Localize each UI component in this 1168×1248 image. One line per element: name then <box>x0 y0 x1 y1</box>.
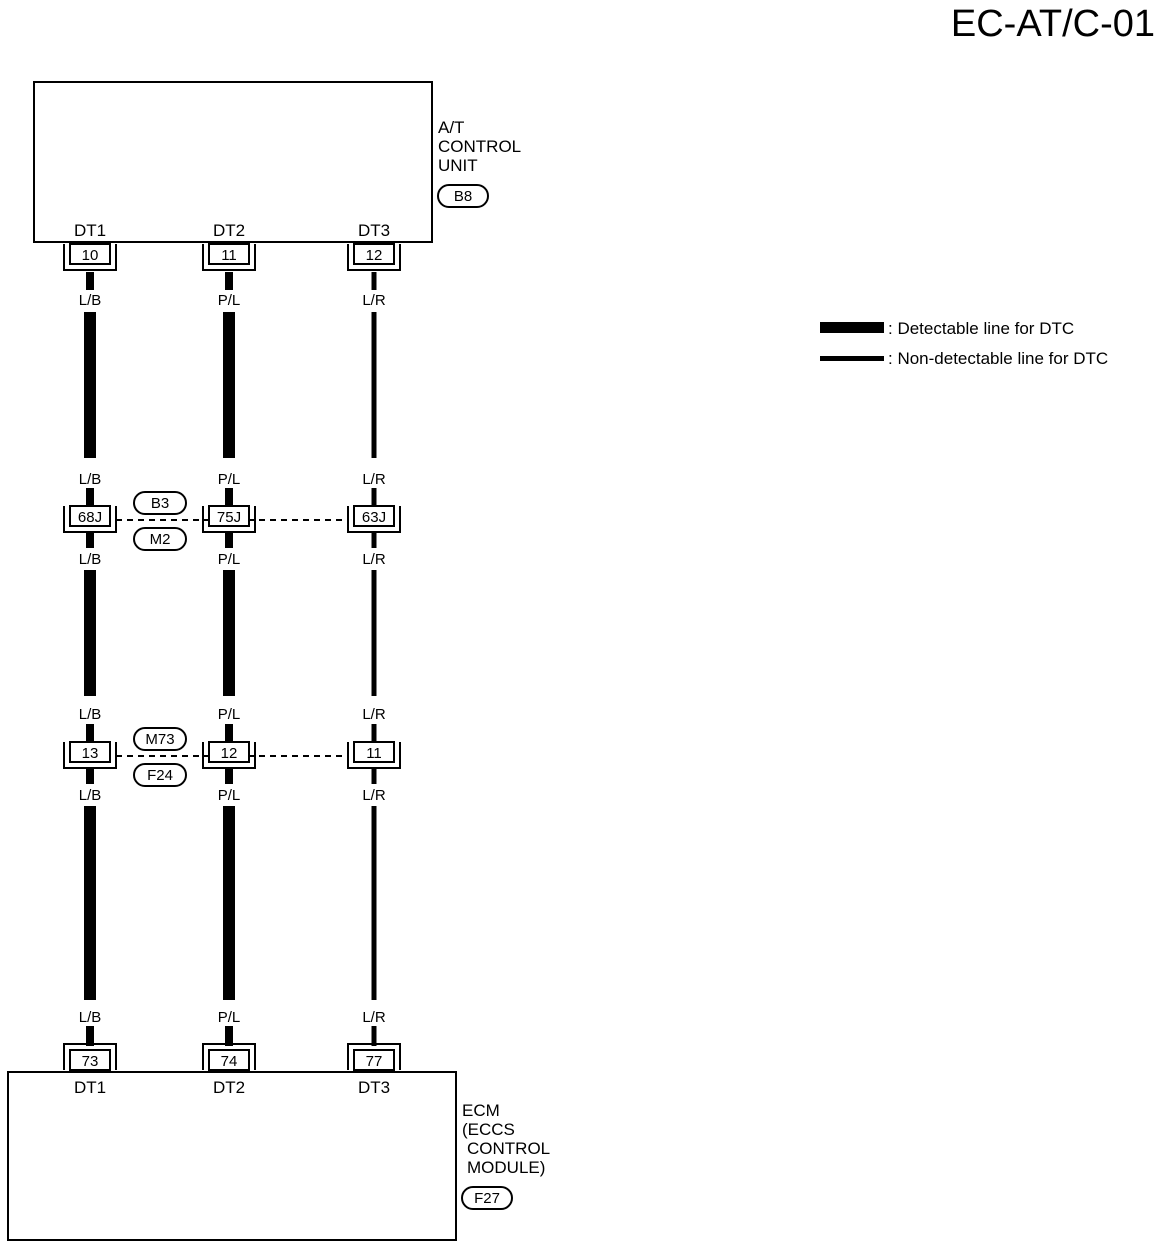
ecm-connector-badge: F27 <box>461 1186 513 1210</box>
wire-color-label: L/B <box>79 787 102 804</box>
wire-color-label: P/L <box>218 706 241 723</box>
wire-color-label: L/R <box>362 292 386 309</box>
legend-detectable-swatch <box>820 322 884 333</box>
wire-color-label: P/L <box>218 1009 241 1026</box>
ecm-terminal-dt2: DT2 <box>213 1078 245 1097</box>
wire-color-label: L/R <box>362 551 386 568</box>
ecm-connector-label: F27 <box>474 1190 500 1207</box>
at-terminal-dt1: DT1 <box>74 221 106 240</box>
connector-1-pin-label: 75J <box>217 509 241 526</box>
wire-color-label: P/L <box>218 471 241 488</box>
connector-1-pin-68j: 68J <box>63 505 117 533</box>
ecm-pin-73: 73 <box>63 1043 117 1071</box>
page-code: EC-AT/C-01 <box>951 3 1155 45</box>
at-unit-connector-badge: B8 <box>437 184 489 208</box>
wire-color-label: L/B <box>79 471 102 488</box>
legend-non-detectable-label: : Non-detectable line for DTC <box>888 349 1108 368</box>
ecm-name-line-2: (ECCS <box>462 1120 515 1139</box>
wire-color-label: L/R <box>362 1009 386 1026</box>
at-pin-12-label: 12 <box>366 247 383 264</box>
connector-2-pin-label: 12 <box>221 745 238 762</box>
ecm-pin-73-label: 73 <box>82 1053 99 1070</box>
ecm-box <box>7 1071 457 1241</box>
connector-2-pin-12: 12 <box>202 741 256 769</box>
wire-color-label: P/L <box>218 292 241 309</box>
connector-1-id-badge-m2: M2 <box>133 527 187 551</box>
at-unit-name-line-1: A/T <box>438 118 464 137</box>
ecm-name-line-3: CONTROL <box>467 1139 550 1158</box>
ecm-pin-74: 74 <box>202 1043 256 1071</box>
at-control-unit-box <box>33 81 433 243</box>
legend: : Detectable line for DTC : Non-detectab… <box>820 319 1108 368</box>
at-terminal-dt3: DT3 <box>358 221 390 240</box>
wire-color-label: L/R <box>362 471 386 488</box>
legend-detectable-label: : Detectable line for DTC <box>888 319 1074 338</box>
at-unit-name-line-2: CONTROL <box>438 137 521 156</box>
wire-color-label: L/B <box>79 292 102 309</box>
connector-1-pin-label: 68J <box>78 509 102 526</box>
wire-color-label: L/B <box>79 1009 102 1026</box>
at-unit-name-line-3: UNIT <box>438 156 478 175</box>
at-pin-10: 10 <box>63 243 117 271</box>
at-pin-11-label: 11 <box>221 247 237 264</box>
ecm-name-line-1: ECM <box>462 1101 500 1120</box>
wire-color-label: L/R <box>362 787 386 804</box>
connector-1-pin-75j: 75J <box>202 505 256 533</box>
ecm-pin-77-label: 77 <box>366 1053 383 1070</box>
connector-2-pin-label: 11 <box>366 745 382 762</box>
connector-1-id-badge-b3: B3 <box>133 491 187 515</box>
connector-2-id-label: F24 <box>147 767 173 784</box>
ecm-name-line-4: MODULE) <box>467 1158 545 1177</box>
wire-color-label: P/L <box>218 551 241 568</box>
at-pin-10-label: 10 <box>82 247 99 264</box>
connector-1-pin-label: 63J <box>362 509 386 526</box>
connector-2-pin-11: 11 <box>347 741 401 769</box>
at-unit-connector-label: B8 <box>454 188 472 205</box>
connector-2-id-badge-f24: F24 <box>133 763 187 787</box>
ecm-pin-77: 77 <box>347 1043 401 1071</box>
wire-color-label: L/R <box>362 706 386 723</box>
at-pin-11: 11 <box>202 243 256 271</box>
connector-1-pin-63j: 63J <box>347 505 401 533</box>
ecm-terminal-dt1: DT1 <box>74 1078 106 1097</box>
at-pin-12: 12 <box>347 243 401 271</box>
connector-2-pin-label: 13 <box>82 745 99 762</box>
ecm-terminal-dt3: DT3 <box>358 1078 390 1097</box>
wire-color-label: L/B <box>79 551 102 568</box>
at-terminal-dt2: DT2 <box>213 221 245 240</box>
connector-2-pin-13: 13 <box>63 741 117 769</box>
connector-1-id-label: M2 <box>150 531 171 548</box>
wire-color-label: P/L <box>218 787 241 804</box>
wire-color-label: L/B <box>79 706 102 723</box>
connector-1-id-label: B3 <box>151 495 169 512</box>
connector-2-id-badge-m73: M73 <box>133 727 187 751</box>
connector-2-id-label: M73 <box>145 731 174 748</box>
ecm-pin-74-label: 74 <box>221 1053 238 1070</box>
legend-non-detectable-swatch <box>820 356 884 361</box>
